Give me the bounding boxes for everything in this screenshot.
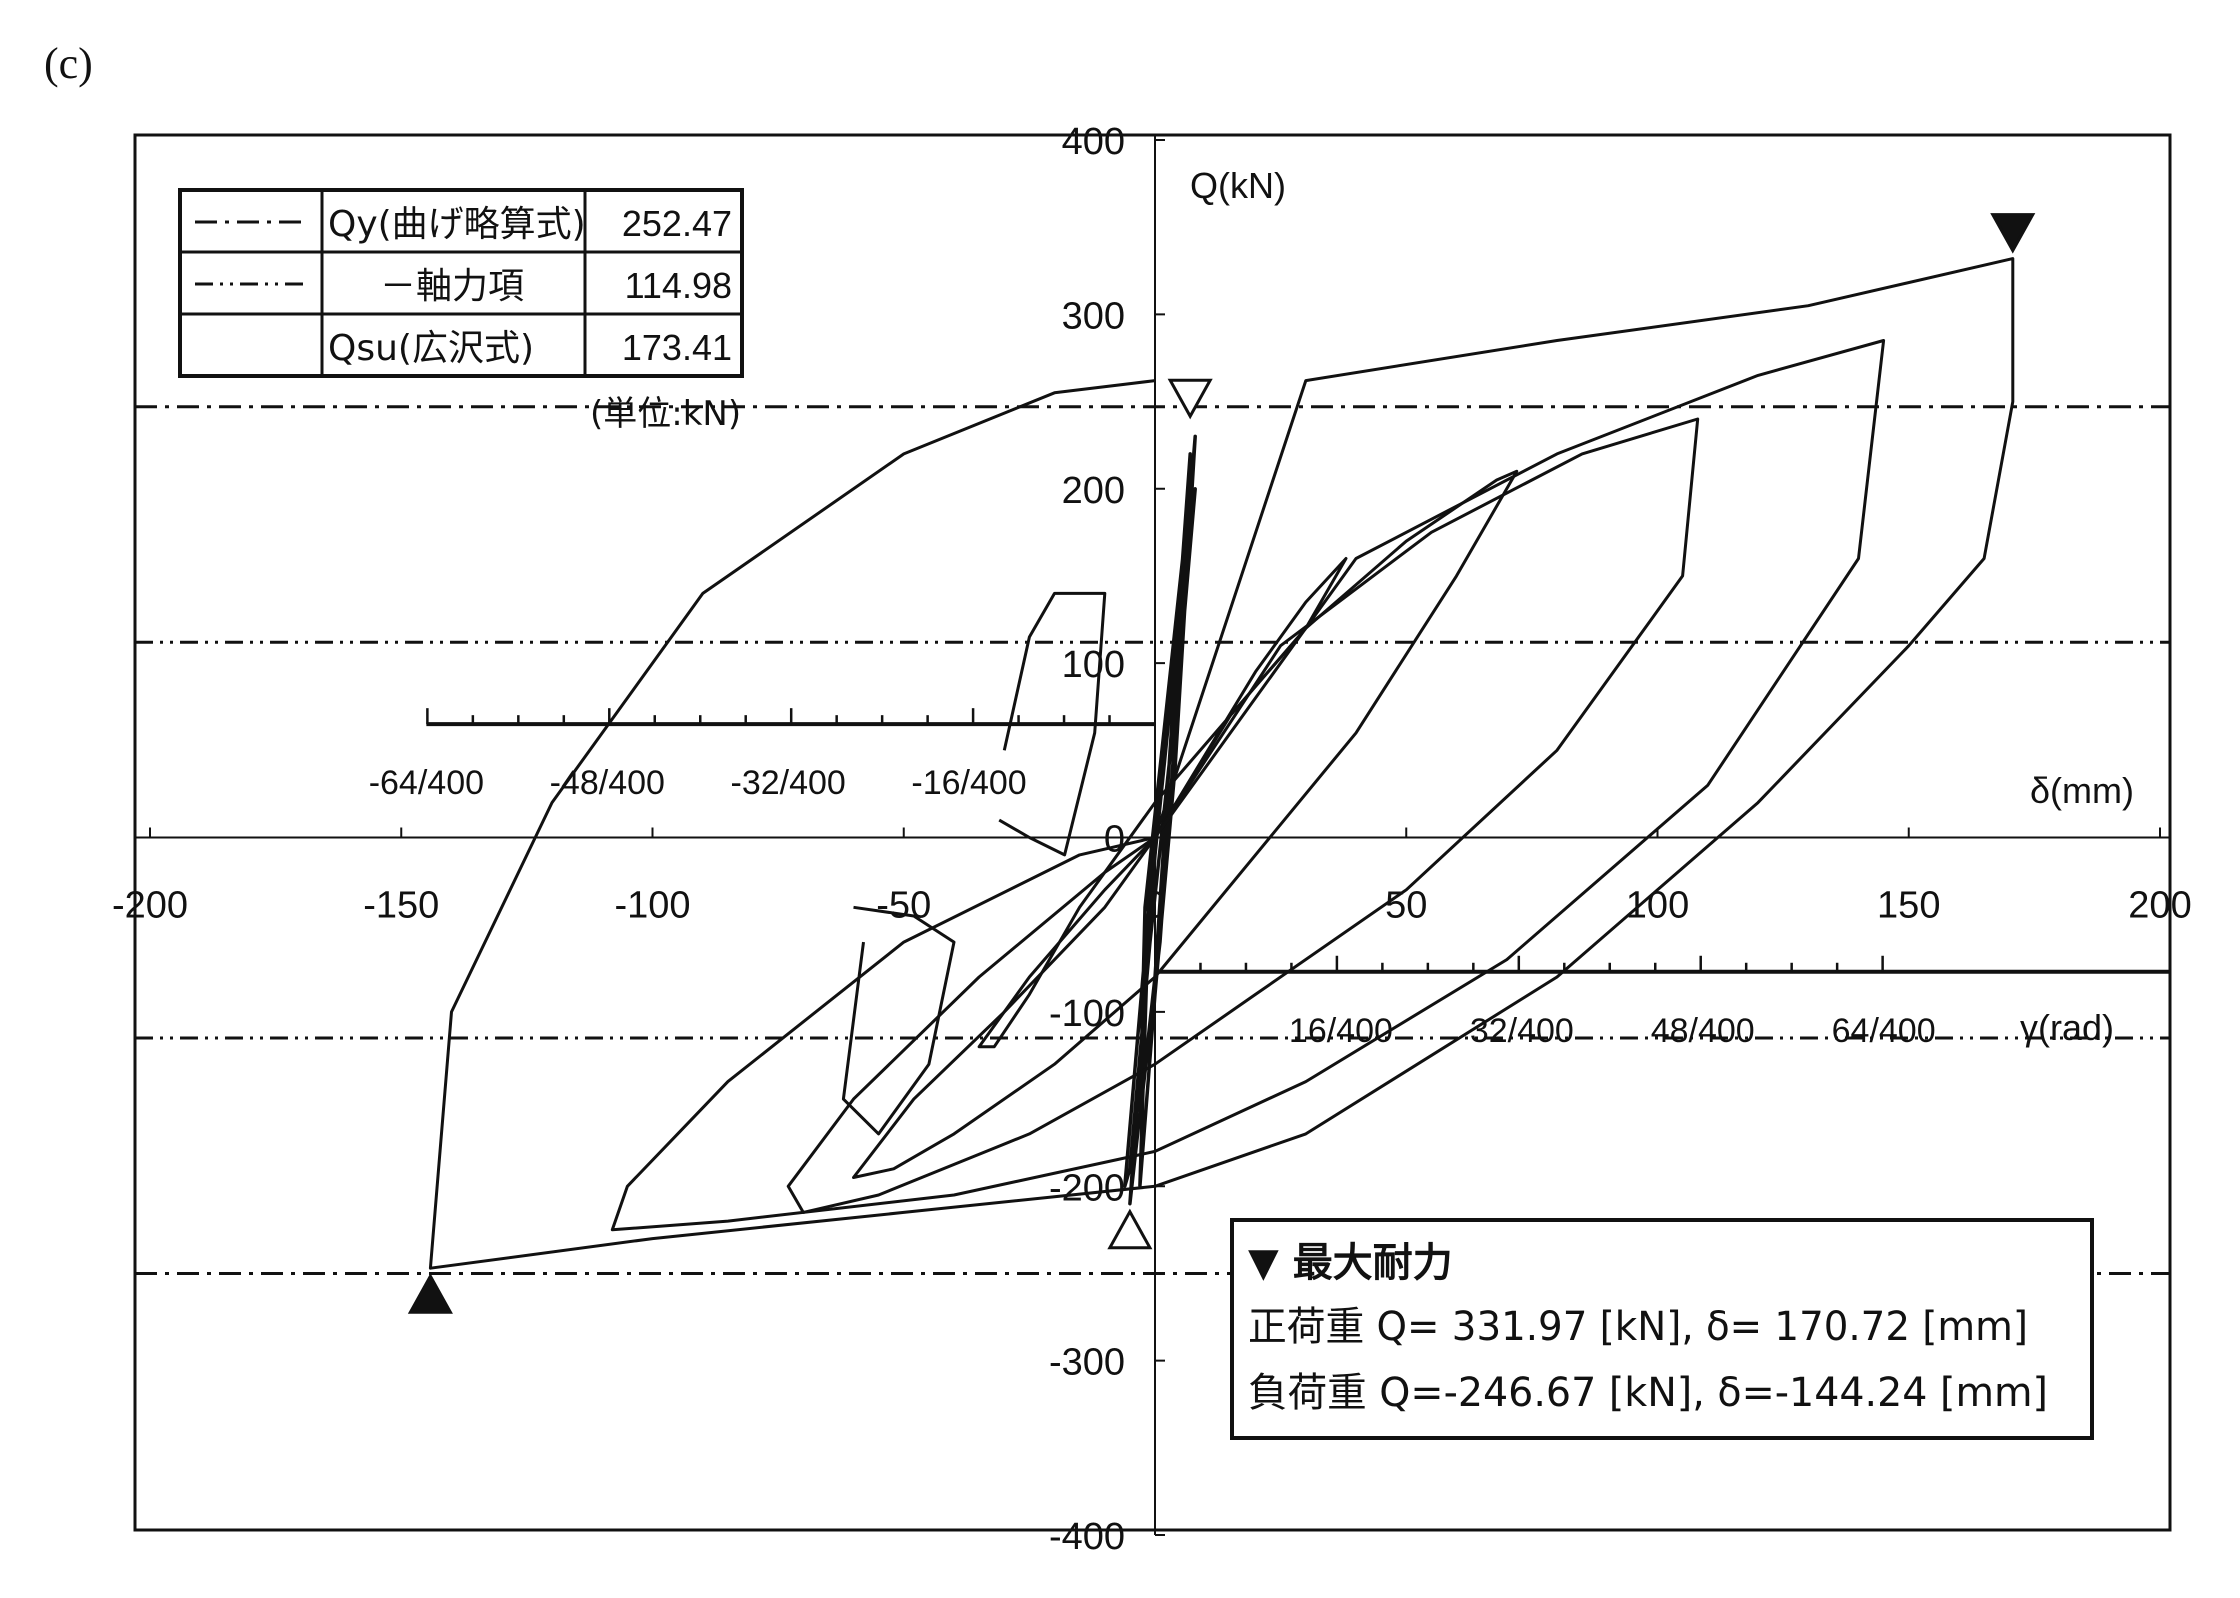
- max-strength-negative: 負荷重 Q=-246.67 [kN], δ=-144.24 [mm]: [1248, 1370, 2048, 1416]
- max-strength-positive: 正荷重 Q= 331.97 [kN], δ= 170.72 [mm]: [1248, 1304, 2028, 1350]
- legend-label-qy: Qy(曲げ略算式): [328, 204, 586, 245]
- legend-unit: (単位:kN): [590, 394, 741, 434]
- markers: [407, 213, 2036, 1314]
- max-strength-title: ▼ 最大耐力: [1248, 1240, 1453, 1286]
- y-tick-label: 400: [1062, 121, 1125, 163]
- x-tick-label: -50: [876, 885, 931, 927]
- y-tick-label: -200: [1049, 1167, 1125, 1209]
- gamma-tick-label: -64/400: [369, 764, 484, 802]
- y-tick-label: 300: [1062, 295, 1125, 337]
- legend-value-axial: 114.98: [625, 265, 732, 306]
- x-tick-label: 0: [1144, 885, 1165, 927]
- gamma-axis-label: γ(rad): [2020, 1007, 2114, 1048]
- legend-label-qsu: Qsu(広沢式): [328, 328, 534, 369]
- max-strength-box: ▼ 最大耐力 正荷重 Q= 331.97 [kN], δ= 170.72 [mm…: [1230, 1218, 2094, 1440]
- gamma-axes: [426, 708, 2170, 974]
- max-strength-marker: [1990, 213, 2036, 254]
- x-tick-label: -150: [363, 885, 439, 927]
- gamma-tick-label: -16/400: [911, 764, 1026, 802]
- y-tick-label: 0: [1104, 819, 1125, 861]
- x-tick-label: 100: [1626, 885, 1689, 927]
- hysteresis-loop: [998, 591, 1107, 857]
- tick-labels: -200 -150 -100 -50 0 50 100 150 200 400 300 200 100 0…: [112, 121, 2192, 1558]
- x-tick-label: 200: [2128, 885, 2191, 927]
- legend-value-qy: 252.47: [622, 203, 732, 244]
- hysteresis-loop: [1123, 434, 1197, 1206]
- hysteresis-loop: [610, 339, 1886, 1232]
- max-strength-marker: [407, 1273, 453, 1314]
- hysteresis-loop: [852, 469, 1519, 1179]
- gamma-tick-label: 32/400: [1470, 1012, 1574, 1050]
- x-tick-label: -100: [614, 885, 690, 927]
- y-tick-label: 100: [1062, 644, 1125, 686]
- x-axis-label: δ(mm): [2030, 770, 2134, 811]
- y-axis-label: Q(kN): [1190, 165, 1286, 206]
- gamma-tick-label: -48/400: [550, 764, 665, 802]
- hysteresis-loop: [841, 905, 956, 1136]
- x-tick-label: 50: [1385, 885, 1427, 927]
- y-tick-label: -100: [1049, 993, 1125, 1035]
- gamma-tick-label: -32/400: [731, 764, 846, 802]
- plot-frame: [133, 133, 2172, 1532]
- hysteresis-loop: [977, 557, 1348, 1049]
- gamma-tick-label: 16/400: [1289, 1012, 1393, 1050]
- x-tick-label: 150: [1877, 885, 1940, 927]
- hysteresis-loop: [786, 417, 1700, 1214]
- yield-marker: [1107, 1208, 1153, 1250]
- x-tick-label: -200: [112, 885, 188, 927]
- gamma-tick-label: 64/400: [1832, 1012, 1936, 1050]
- hysteresis-loop: [428, 257, 2015, 1270]
- y-tick-label: 200: [1062, 470, 1125, 512]
- legend-label-axial: －軸力項: [380, 266, 524, 307]
- y-tick-label: -300: [1049, 1342, 1125, 1384]
- gamma-tick-label: 48/400: [1651, 1012, 1755, 1050]
- figure-label: (c): [44, 39, 93, 88]
- hysteresis-curves: [428, 257, 2015, 1270]
- legend-table: Qy(曲げ略算式) －軸力項 Qsu(広沢式) 252.47 114.98 17…: [178, 188, 744, 378]
- yield-marker: [1167, 378, 1213, 420]
- y-tick-label: -400: [1049, 1516, 1125, 1558]
- legend-value-qsu: 173.41: [622, 327, 732, 368]
